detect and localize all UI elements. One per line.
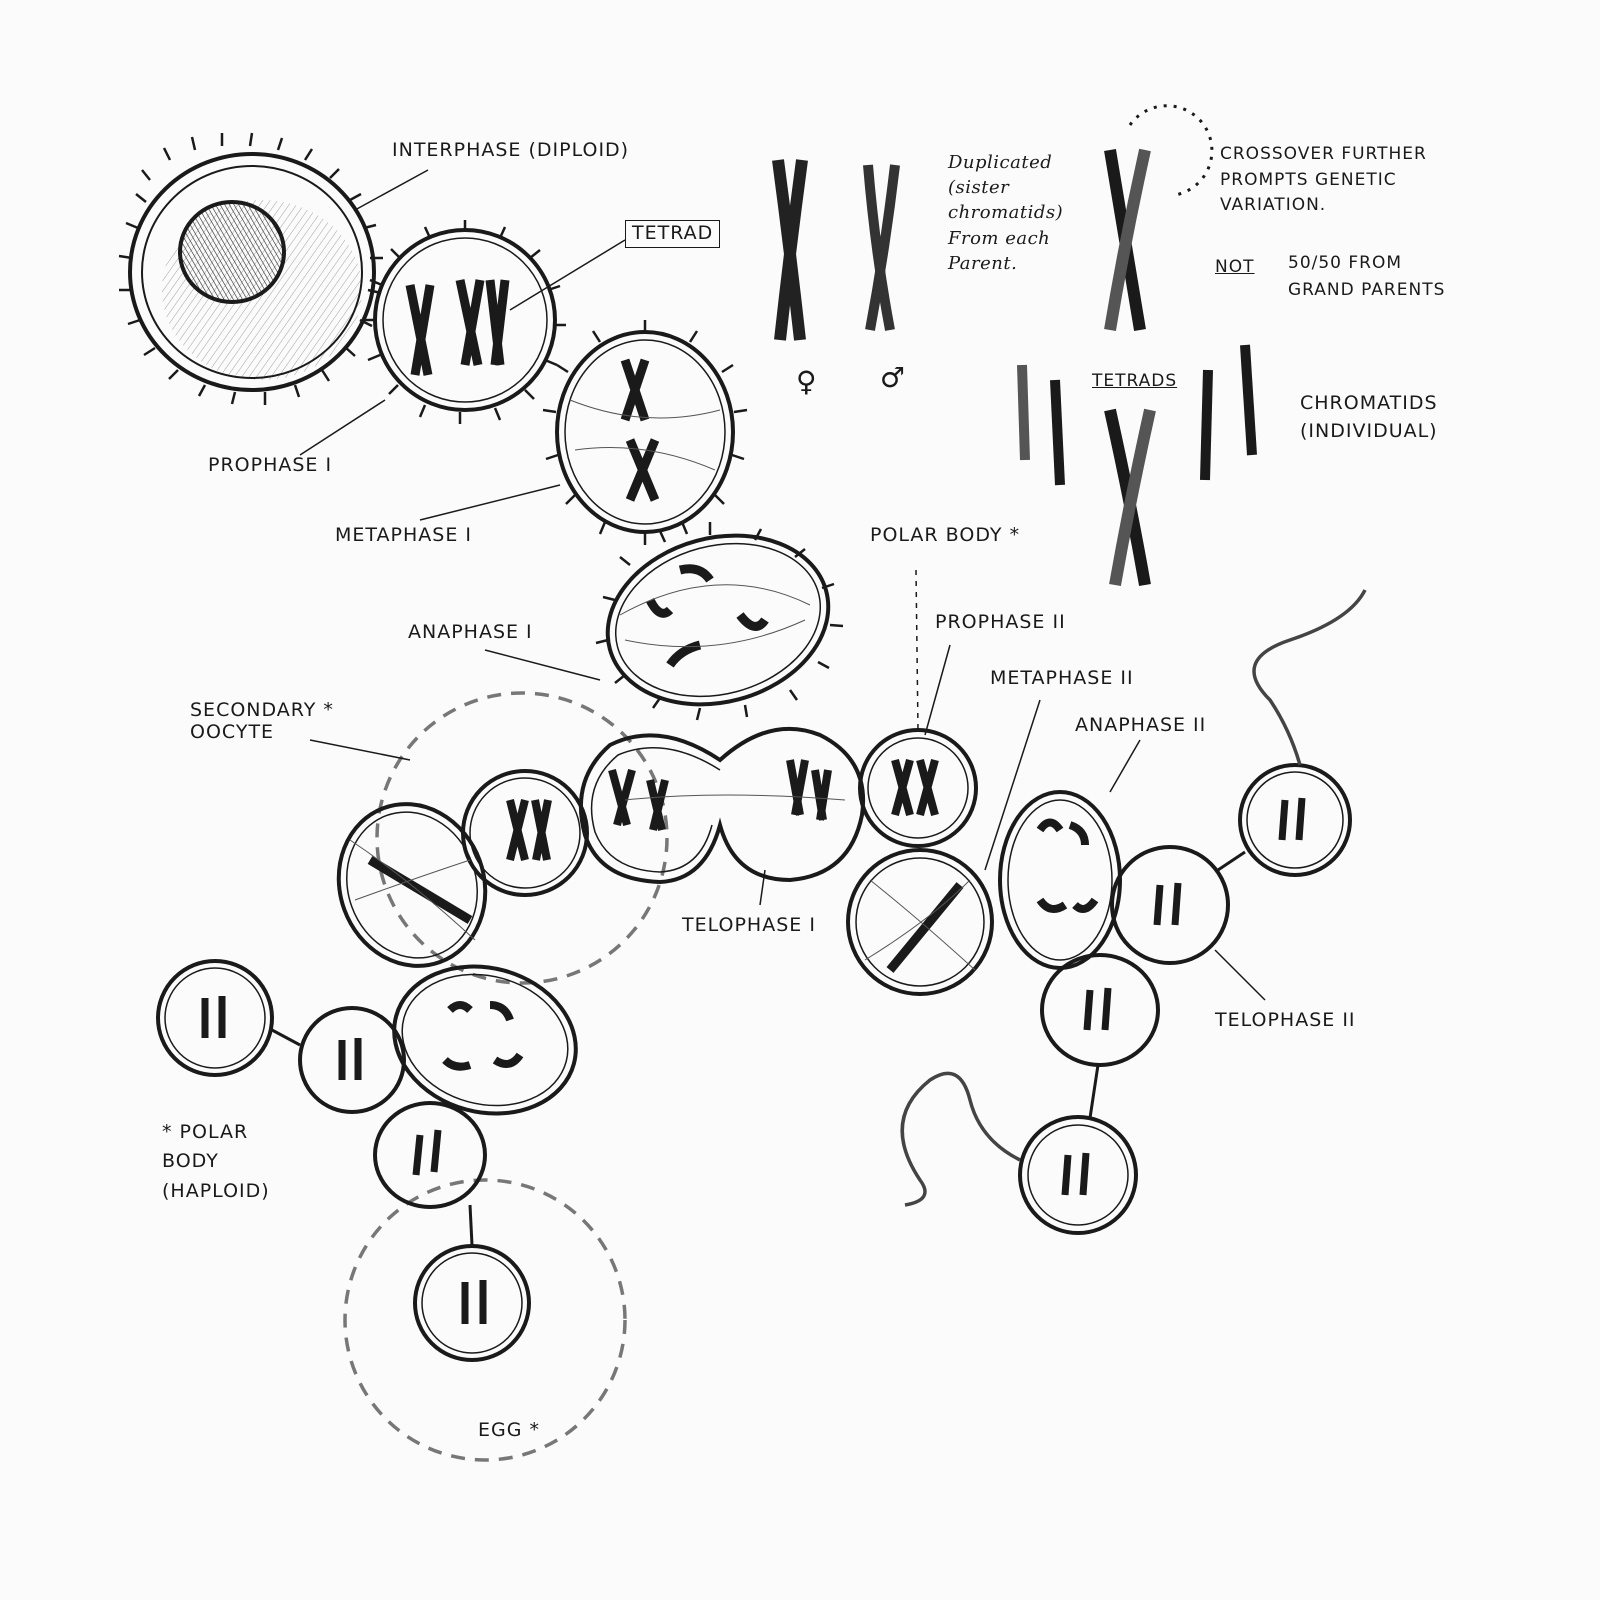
prophase-i-cell xyxy=(363,220,566,424)
anaphase-i-cell xyxy=(595,522,844,721)
male-chromosome-pair xyxy=(863,164,900,331)
note-not: NOT xyxy=(1215,257,1255,277)
polar-body-daughter-top xyxy=(1217,589,1367,877)
polar-body-anaphase-cell xyxy=(998,790,1122,970)
secondary-oocyte-telophase-cell xyxy=(298,1006,487,1209)
label-metaphase-ii: METAPHASE II xyxy=(990,667,1134,689)
note-not-rest: 50/50 FROM GRAND PARENTS xyxy=(1288,253,1446,301)
label-anaphase-ii: ANAPHASE II xyxy=(1075,714,1207,736)
label-interphase: INTERPHASE (DIPLOID) xyxy=(392,139,630,161)
polar-body-daughter-bottom xyxy=(900,1064,1138,1235)
female-chromosome-pair xyxy=(772,159,808,341)
label-prophase-i: PROPHASE I xyxy=(208,454,333,476)
label-prophase-ii: PROPHASE II xyxy=(935,611,1066,633)
label-egg: EGG * xyxy=(478,1419,540,1441)
note-duplicated-sister-chromatids: Duplicated (sister chromatids) From each… xyxy=(948,152,1064,274)
telophase-i-cell xyxy=(578,726,865,885)
label-telophase-i: TELOPHASE I xyxy=(682,914,816,936)
crossover-chromosome xyxy=(1104,104,1214,331)
polar-body-telophase-cell xyxy=(1040,845,1230,1067)
label-tetrad: TETRAD xyxy=(625,220,721,248)
male-symbol-icon: ♂ xyxy=(880,361,906,394)
label-tetrads: TETRADS xyxy=(1092,371,1178,391)
label-polar-body-haploid: * POLAR BODY (HAPLOID) xyxy=(162,1121,270,1202)
label-polar-body: POLAR BODY * xyxy=(870,524,1021,546)
individual-chromatids xyxy=(1017,344,1257,486)
label-metaphase-i: METAPHASE I xyxy=(335,524,472,546)
polar-body-prophase-cell xyxy=(858,728,978,848)
label-secondary-oocyte: SECONDARY * OOCYTE xyxy=(190,699,334,743)
secondary-oocyte-dashed-outline xyxy=(375,691,669,985)
egg-dashed-outline xyxy=(343,1178,627,1462)
metaphase-i-cell xyxy=(542,320,748,545)
label-telophase-ii: TELOPHASE II xyxy=(1215,1009,1356,1031)
secondary-oocyte-metaphase-cell xyxy=(336,802,488,968)
secondary-oocyte-prophase-cell xyxy=(461,769,589,897)
interphase-cell xyxy=(118,132,383,405)
leader-lines xyxy=(299,169,1266,1001)
egg-cell xyxy=(413,1204,531,1362)
polar-body-metaphase-cell xyxy=(846,848,994,996)
polar-body-haploid-cell xyxy=(156,959,301,1077)
female-symbol-icon: ♀ xyxy=(796,365,817,398)
secondary-oocyte-anaphase-cell xyxy=(392,964,578,1116)
note-chromatids-individual: CHROMATIDS (INDIVIDUAL) xyxy=(1300,392,1438,442)
label-anaphase-i: ANAPHASE I xyxy=(408,621,533,643)
tetrad-chromosome xyxy=(1104,408,1156,587)
note-crossover: CROSSOVER FURTHER PROMPTS GENETIC VARIAT… xyxy=(1220,144,1427,215)
